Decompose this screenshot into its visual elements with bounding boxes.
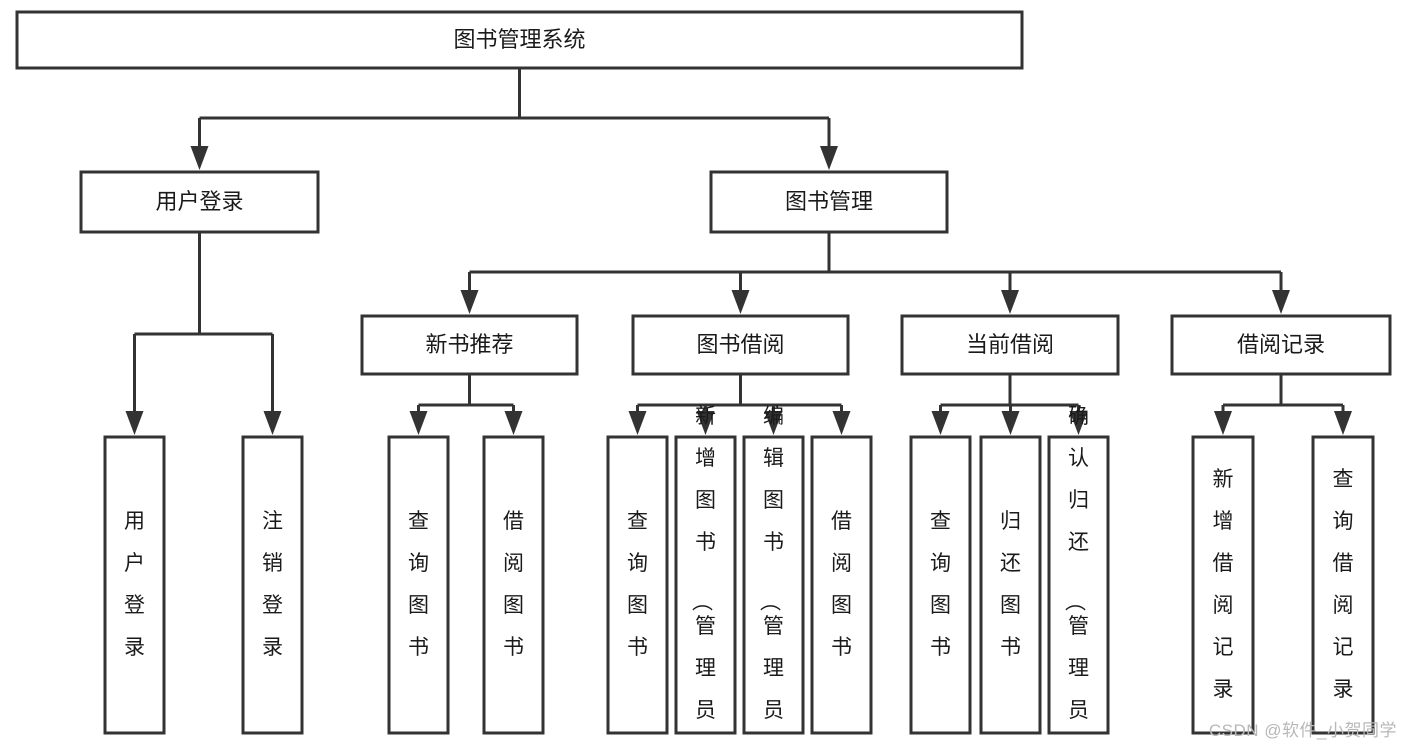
node-label: 编辑图书（管理员）: [758, 405, 784, 747]
node-box[interactable]: [15, 10, 1024, 70]
connector-lines: [125, 68, 1352, 435]
node-leaf-add-borrow-record[interactable]: 新增借阅记录: [1191, 435, 1255, 735]
node-leaf-borrow-book-1[interactable]: 借阅图书: [482, 435, 545, 735]
arrow-head-icon: [1069, 411, 1088, 435]
node-boxes: 图书管理系统用户登录图书管理新书推荐图书借阅当前借阅借阅记录用户登录注销登录查询…: [15, 10, 1392, 747]
node-leaf-return-book[interactable]: 归还图书: [979, 435, 1042, 735]
arrow-head-icon: [696, 411, 715, 435]
node-box[interactable]: [103, 435, 166, 735]
arrow-head-icon: [931, 411, 950, 435]
arrow-head-icon: [409, 411, 428, 435]
node-label: 新书推荐: [425, 332, 513, 357]
node-box[interactable]: [979, 435, 1042, 735]
node-box[interactable]: [360, 314, 579, 376]
node-box[interactable]: [631, 314, 850, 376]
node-box[interactable]: [1311, 435, 1375, 735]
node-box[interactable]: [900, 314, 1120, 376]
node-label: 新增借阅记录: [1213, 468, 1234, 701]
node-box[interactable]: [1191, 435, 1255, 735]
node-leaf-confirm-return-admin[interactable]: 确认归还（管理员）: [1047, 405, 1110, 747]
node-label: 查询借阅记录: [1333, 468, 1354, 701]
node-book-borrow[interactable]: 图书借阅: [631, 314, 850, 376]
arrow-head-icon: [190, 146, 209, 170]
node-box[interactable]: [79, 170, 320, 234]
node-label: 借阅图书: [503, 510, 524, 659]
node-label: 用户登录: [155, 189, 243, 214]
node-new-book-recommend[interactable]: 新书推荐: [360, 314, 579, 376]
arrow-head-icon: [1272, 290, 1290, 314]
node-box[interactable]: [909, 435, 972, 735]
node-label: 借阅记录: [1237, 332, 1325, 357]
node-box[interactable]: [482, 435, 545, 735]
node-label: 借阅图书: [831, 510, 852, 659]
node-box[interactable]: [742, 435, 805, 735]
node-box[interactable]: [674, 435, 737, 735]
arrow-head-icon: [1001, 411, 1020, 435]
node-leaf-query-book-1[interactable]: 查询图书: [387, 435, 450, 735]
arrow-head-icon: [820, 146, 838, 170]
node-label: 图书管理系统: [453, 27, 585, 52]
node-current-borrow[interactable]: 当前借阅: [900, 314, 1120, 376]
node-label: 图书借阅: [696, 332, 784, 357]
node-label: 归还图书: [1000, 510, 1021, 659]
node-box[interactable]: [387, 435, 450, 735]
node-label: 当前借阅: [966, 332, 1054, 357]
node-borrow-record[interactable]: 借阅记录: [1170, 314, 1392, 376]
node-leaf-user-login[interactable]: 用户登录: [103, 435, 166, 735]
node-label: 查询图书: [930, 510, 951, 659]
arrow-head-icon: [731, 290, 750, 314]
node-leaf-logout[interactable]: 注销登录: [241, 435, 304, 735]
node-leaf-query-borrow-record[interactable]: 查询借阅记录: [1311, 435, 1375, 735]
node-label: 图书管理: [785, 189, 873, 214]
node-label: 用户登录: [124, 510, 145, 659]
arrow-head-icon: [764, 411, 783, 435]
arrow-head-icon: [460, 290, 479, 314]
node-label: 新增图书（管理员）: [690, 405, 716, 747]
node-box[interactable]: [709, 170, 949, 234]
node-box[interactable]: [810, 435, 873, 735]
node-book-manage[interactable]: 图书管理: [709, 170, 949, 234]
node-leaf-query-book-3[interactable]: 查询图书: [909, 435, 972, 735]
node-label: 确认归还（管理员）: [1063, 405, 1089, 747]
node-box[interactable]: [1047, 435, 1110, 735]
node-box[interactable]: [606, 435, 669, 735]
arrow-head-icon: [628, 411, 647, 435]
node-box[interactable]: [241, 435, 304, 735]
node-root[interactable]: 图书管理系统: [15, 10, 1024, 70]
node-label: 查询图书: [627, 510, 648, 659]
node-user-login[interactable]: 用户登录: [79, 170, 320, 234]
arrow-head-icon: [125, 411, 144, 435]
arrow-head-icon: [832, 411, 851, 435]
node-leaf-add-book-admin[interactable]: 新增图书（管理员）: [674, 405, 737, 747]
arrow-head-icon: [263, 411, 282, 435]
arrow-head-icon: [504, 411, 523, 435]
arrow-head-icon: [1001, 290, 1019, 314]
node-label: 查询图书: [408, 510, 429, 659]
node-leaf-edit-book-admin[interactable]: 编辑图书（管理员）: [742, 405, 805, 747]
arrow-head-icon: [1214, 411, 1232, 435]
node-leaf-query-book-2[interactable]: 查询图书: [606, 435, 669, 735]
node-label: 注销登录: [262, 510, 283, 659]
node-box[interactable]: [1170, 314, 1392, 376]
node-leaf-borrow-book-2[interactable]: 借阅图书: [810, 435, 873, 735]
arrow-head-icon: [1334, 411, 1352, 435]
